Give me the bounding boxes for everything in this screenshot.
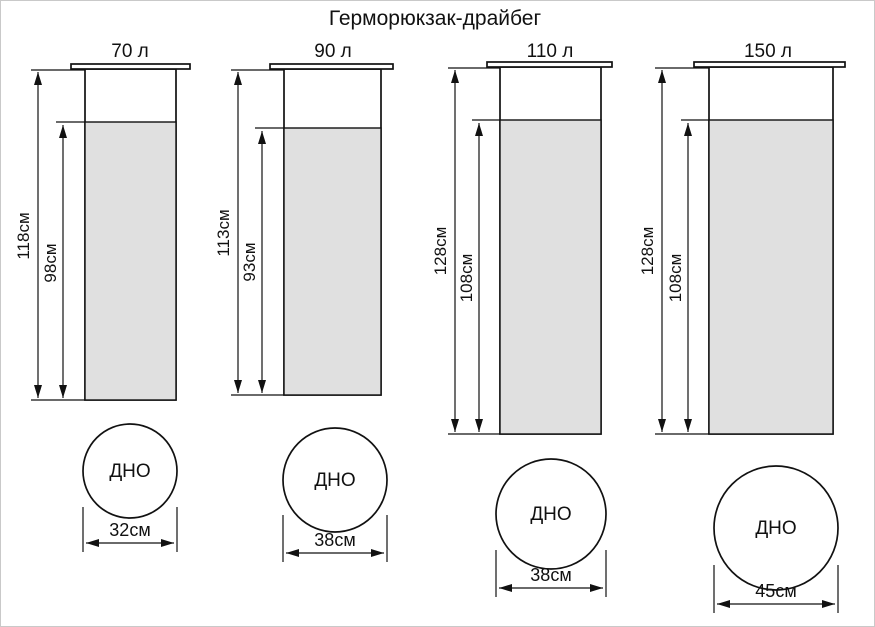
bag-fill [84, 121, 177, 401]
bottom-dno-label: ДНО [530, 504, 571, 525]
total-height-label: 128см [638, 227, 657, 276]
bag-diagram-70l: 70 л 118см 98см ДНО 32см [14, 41, 191, 552]
bottom-circle [82, 423, 178, 519]
diameter-label: 45см [755, 581, 796, 601]
total-height-label: 113см [214, 209, 233, 256]
bag-diagram-150l: 150 л 128см 108см ДНО 45см [638, 41, 846, 613]
volume-label: 70 л [111, 41, 149, 62]
fill-height-label: 98см [41, 243, 60, 282]
fill-height-label: 108см [666, 254, 685, 303]
bottom-dno-label: ДНО [755, 518, 796, 539]
bag-lid [269, 63, 394, 70]
volume-label: 90 л [314, 41, 352, 62]
bag-lid [486, 61, 613, 68]
bottom-circle [495, 458, 607, 570]
volume-label: 110 л [527, 41, 574, 62]
bottom-circle [282, 427, 388, 533]
bag-diagram-110l: 110 л 128см 108см ДНО 38см [431, 41, 613, 597]
bag-diagram-90l: 90 л 113см 93см ДНО 38см [214, 41, 394, 562]
bag-fill [708, 119, 834, 435]
bag-lid [70, 63, 191, 70]
fill-height-label: 108см [457, 254, 476, 303]
diameter-label: 38см [530, 565, 571, 585]
bottom-dno-label: ДНО [109, 461, 150, 482]
diagram-title: Герморюкзак-драйбег [329, 7, 542, 30]
bottom-circle [713, 465, 839, 591]
total-height-label: 128см [431, 227, 450, 276]
diameter-label: 38см [314, 530, 355, 550]
diameter-label: 32см [109, 520, 150, 540]
fill-height-label: 93см [240, 242, 259, 281]
bag-fill [499, 119, 602, 435]
bag-fill [283, 127, 382, 396]
volume-label: 150 л [744, 41, 792, 62]
total-height-label: 118см [14, 212, 33, 259]
bottom-dno-label: ДНО [314, 470, 355, 491]
bag-lid [693, 61, 846, 68]
